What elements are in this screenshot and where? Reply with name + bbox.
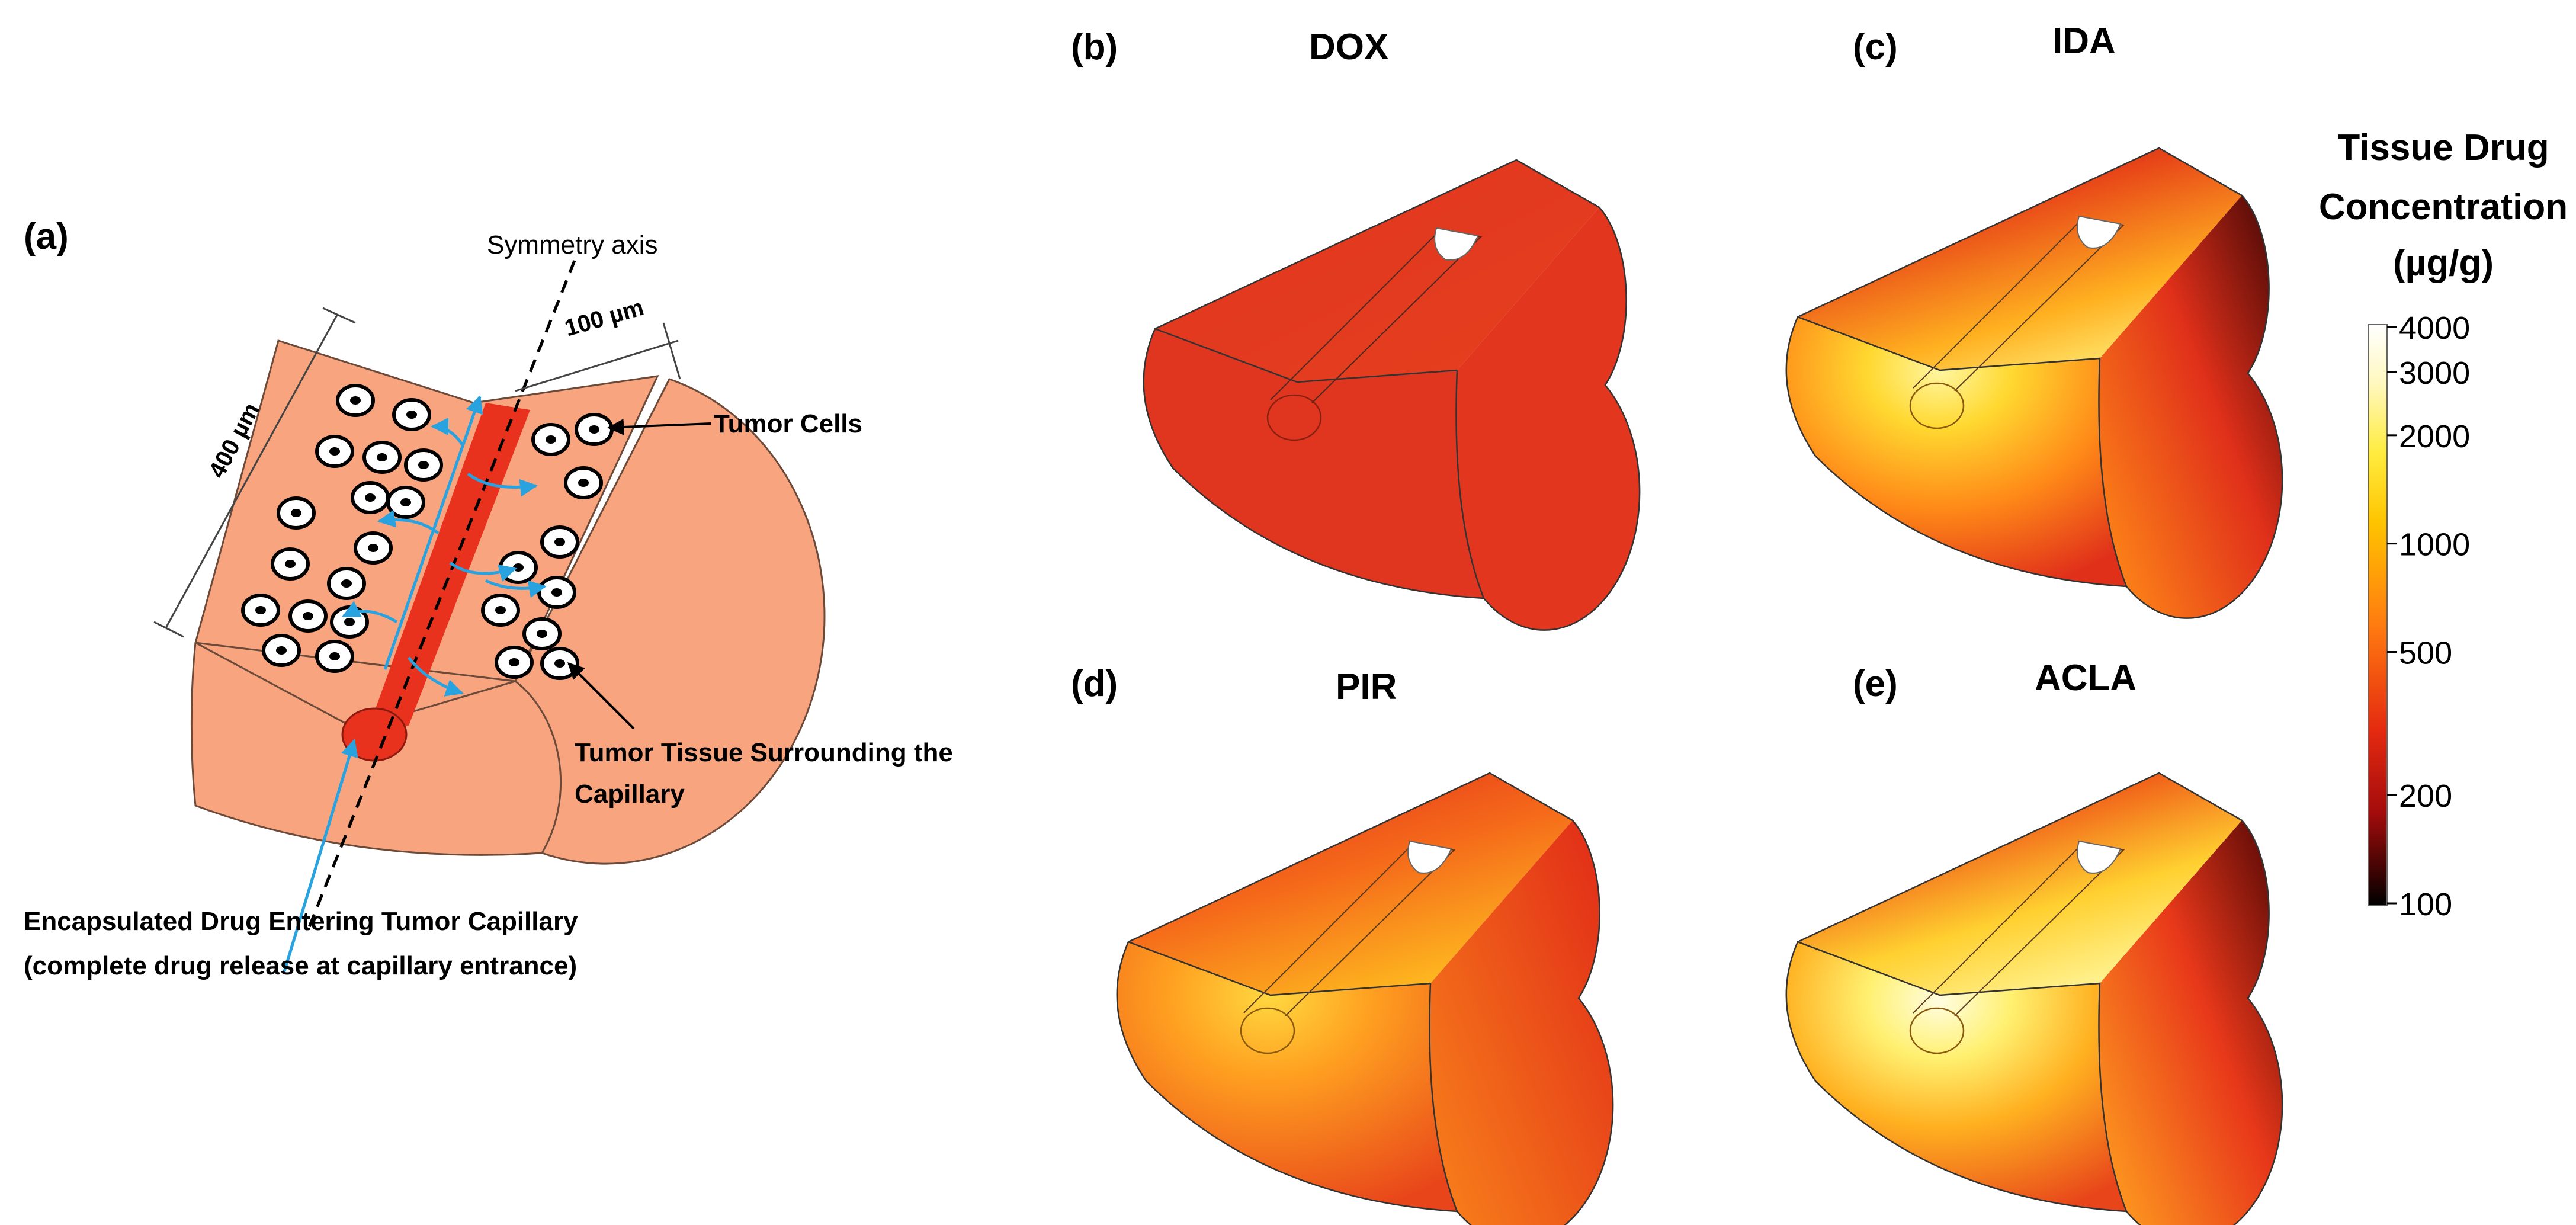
panel-c-drug-title: IDA: [2052, 21, 2116, 62]
drug-diffusion-arrows: [283, 395, 547, 972]
tumor-cell-nucleus: [546, 435, 556, 444]
colorbar-title-line2: Concentration: [2319, 187, 2568, 227]
panel-d-drug-title: PIR: [1336, 666, 1397, 707]
tumor-cell-nucleus: [537, 630, 547, 638]
width-dimension-label: 100 µm: [562, 294, 646, 342]
tumor-cell-nucleus: [368, 544, 378, 552]
tumor-cell-nucleus: [578, 479, 589, 487]
panel-b: (b) DOX: [1071, 27, 1641, 631]
tumor-cell-nucleus: [276, 646, 287, 655]
panel-e: (e) ACLA: [1785, 658, 2283, 1225]
tumor-cell-nucleus: [329, 652, 340, 660]
tissue-callout-arrow: [567, 662, 635, 730]
colorbar-title-line1: Tissue Drug: [2337, 127, 2549, 168]
tumor-cell-nucleus: [341, 579, 352, 588]
tumor-cell-nucleus: [303, 612, 313, 620]
drug-label-line2: (complete drug release at capillary entr…: [24, 951, 577, 980]
panel-d: (d) PIR: [1071, 663, 1614, 1225]
tumor-cell-nucleus: [377, 453, 387, 461]
panel-a: (a) Symmetry axis 100 µm 400 µm: [24, 216, 953, 980]
tumor-cell-nucleus: [344, 618, 355, 626]
length-dimension-tick-bottom: [153, 621, 184, 638]
colorbar-tick-label: 4000: [2399, 310, 2470, 346]
colorbar-tick-label: 500: [2399, 635, 2452, 671]
tissue-label-line2: Capillary: [575, 780, 685, 809]
panel-c-simulation: [1785, 147, 2283, 619]
tumor-cell-nucleus: [291, 509, 301, 517]
colorbar-tick-label: 3000: [2399, 355, 2470, 391]
colorbar-tick-label: 100: [2399, 887, 2452, 922]
length-dimension-line: [165, 313, 339, 628]
colorbar-tick-label: 2000: [2399, 419, 2470, 454]
drug-label-line1: Encapsulated Drug Entering Tumor Capilla…: [24, 907, 578, 936]
panel-c-label: (c): [1853, 27, 1898, 68]
tumor-cell-nucleus: [589, 425, 599, 434]
tumor-cell-nucleus: [406, 411, 417, 419]
tumor-cell-nucleus: [365, 493, 376, 502]
panel-e-label: (e): [1853, 663, 1898, 704]
tumor-cell-nucleus: [509, 658, 519, 666]
tumor-cells: [241, 384, 614, 680]
colorbar-ticks: 4000 3000 2000 1000 500 200 100: [2387, 310, 2470, 922]
colorbar-title-line3: (µg/g): [2393, 243, 2494, 284]
panel-a-label: (a): [24, 216, 69, 257]
panel-b-label: (b): [1071, 27, 1118, 68]
panel-d-simulation: [1116, 772, 1614, 1225]
width-dimension-line: [515, 339, 679, 392]
tumor-cell-nucleus: [400, 498, 411, 506]
tumor-cell-nucleus: [255, 606, 266, 614]
tumor-cell-nucleus: [285, 560, 296, 568]
tumor-cell-nucleus: [554, 538, 565, 546]
panel-e-drug-title: ACLA: [2035, 658, 2136, 698]
panel-c: (c) IDA: [1785, 21, 2283, 619]
symmetry-axis-label: Symmetry axis: [487, 230, 657, 259]
symmetry-axis-line: [306, 260, 576, 931]
colorbar-tick-label: 200: [2399, 778, 2452, 814]
panel-b-drug-title: DOX: [1309, 27, 1388, 68]
tumor-cells-callout-arrow: [607, 418, 711, 435]
tumor-cell-nucleus: [350, 396, 361, 405]
colorbar: Tissue Drug Concentration (µg/g) 4000 300…: [2319, 127, 2568, 922]
tumor-cell-nucleus: [495, 606, 506, 614]
panel-d-label: (d): [1071, 663, 1118, 704]
panel-b-simulation: [1143, 159, 1641, 631]
tumor-cell-nucleus: [551, 588, 562, 597]
panel-e-simulation: [1785, 772, 2283, 1225]
tumor-cell-nucleus: [554, 659, 565, 668]
colorbar-tick-label: 1000: [2399, 527, 2470, 563]
width-dimension-tick: [662, 322, 681, 380]
tumor-cell-nucleus: [418, 461, 429, 469]
tissue-label-line1: Tumor Tissue Surrounding the: [575, 738, 953, 767]
colorbar-gradient: [2368, 324, 2388, 906]
length-dimension-tick-top: [322, 307, 356, 324]
tumor-cells-label: Tumor Cells: [714, 409, 862, 438]
tumor-cell-nucleus: [329, 447, 340, 456]
